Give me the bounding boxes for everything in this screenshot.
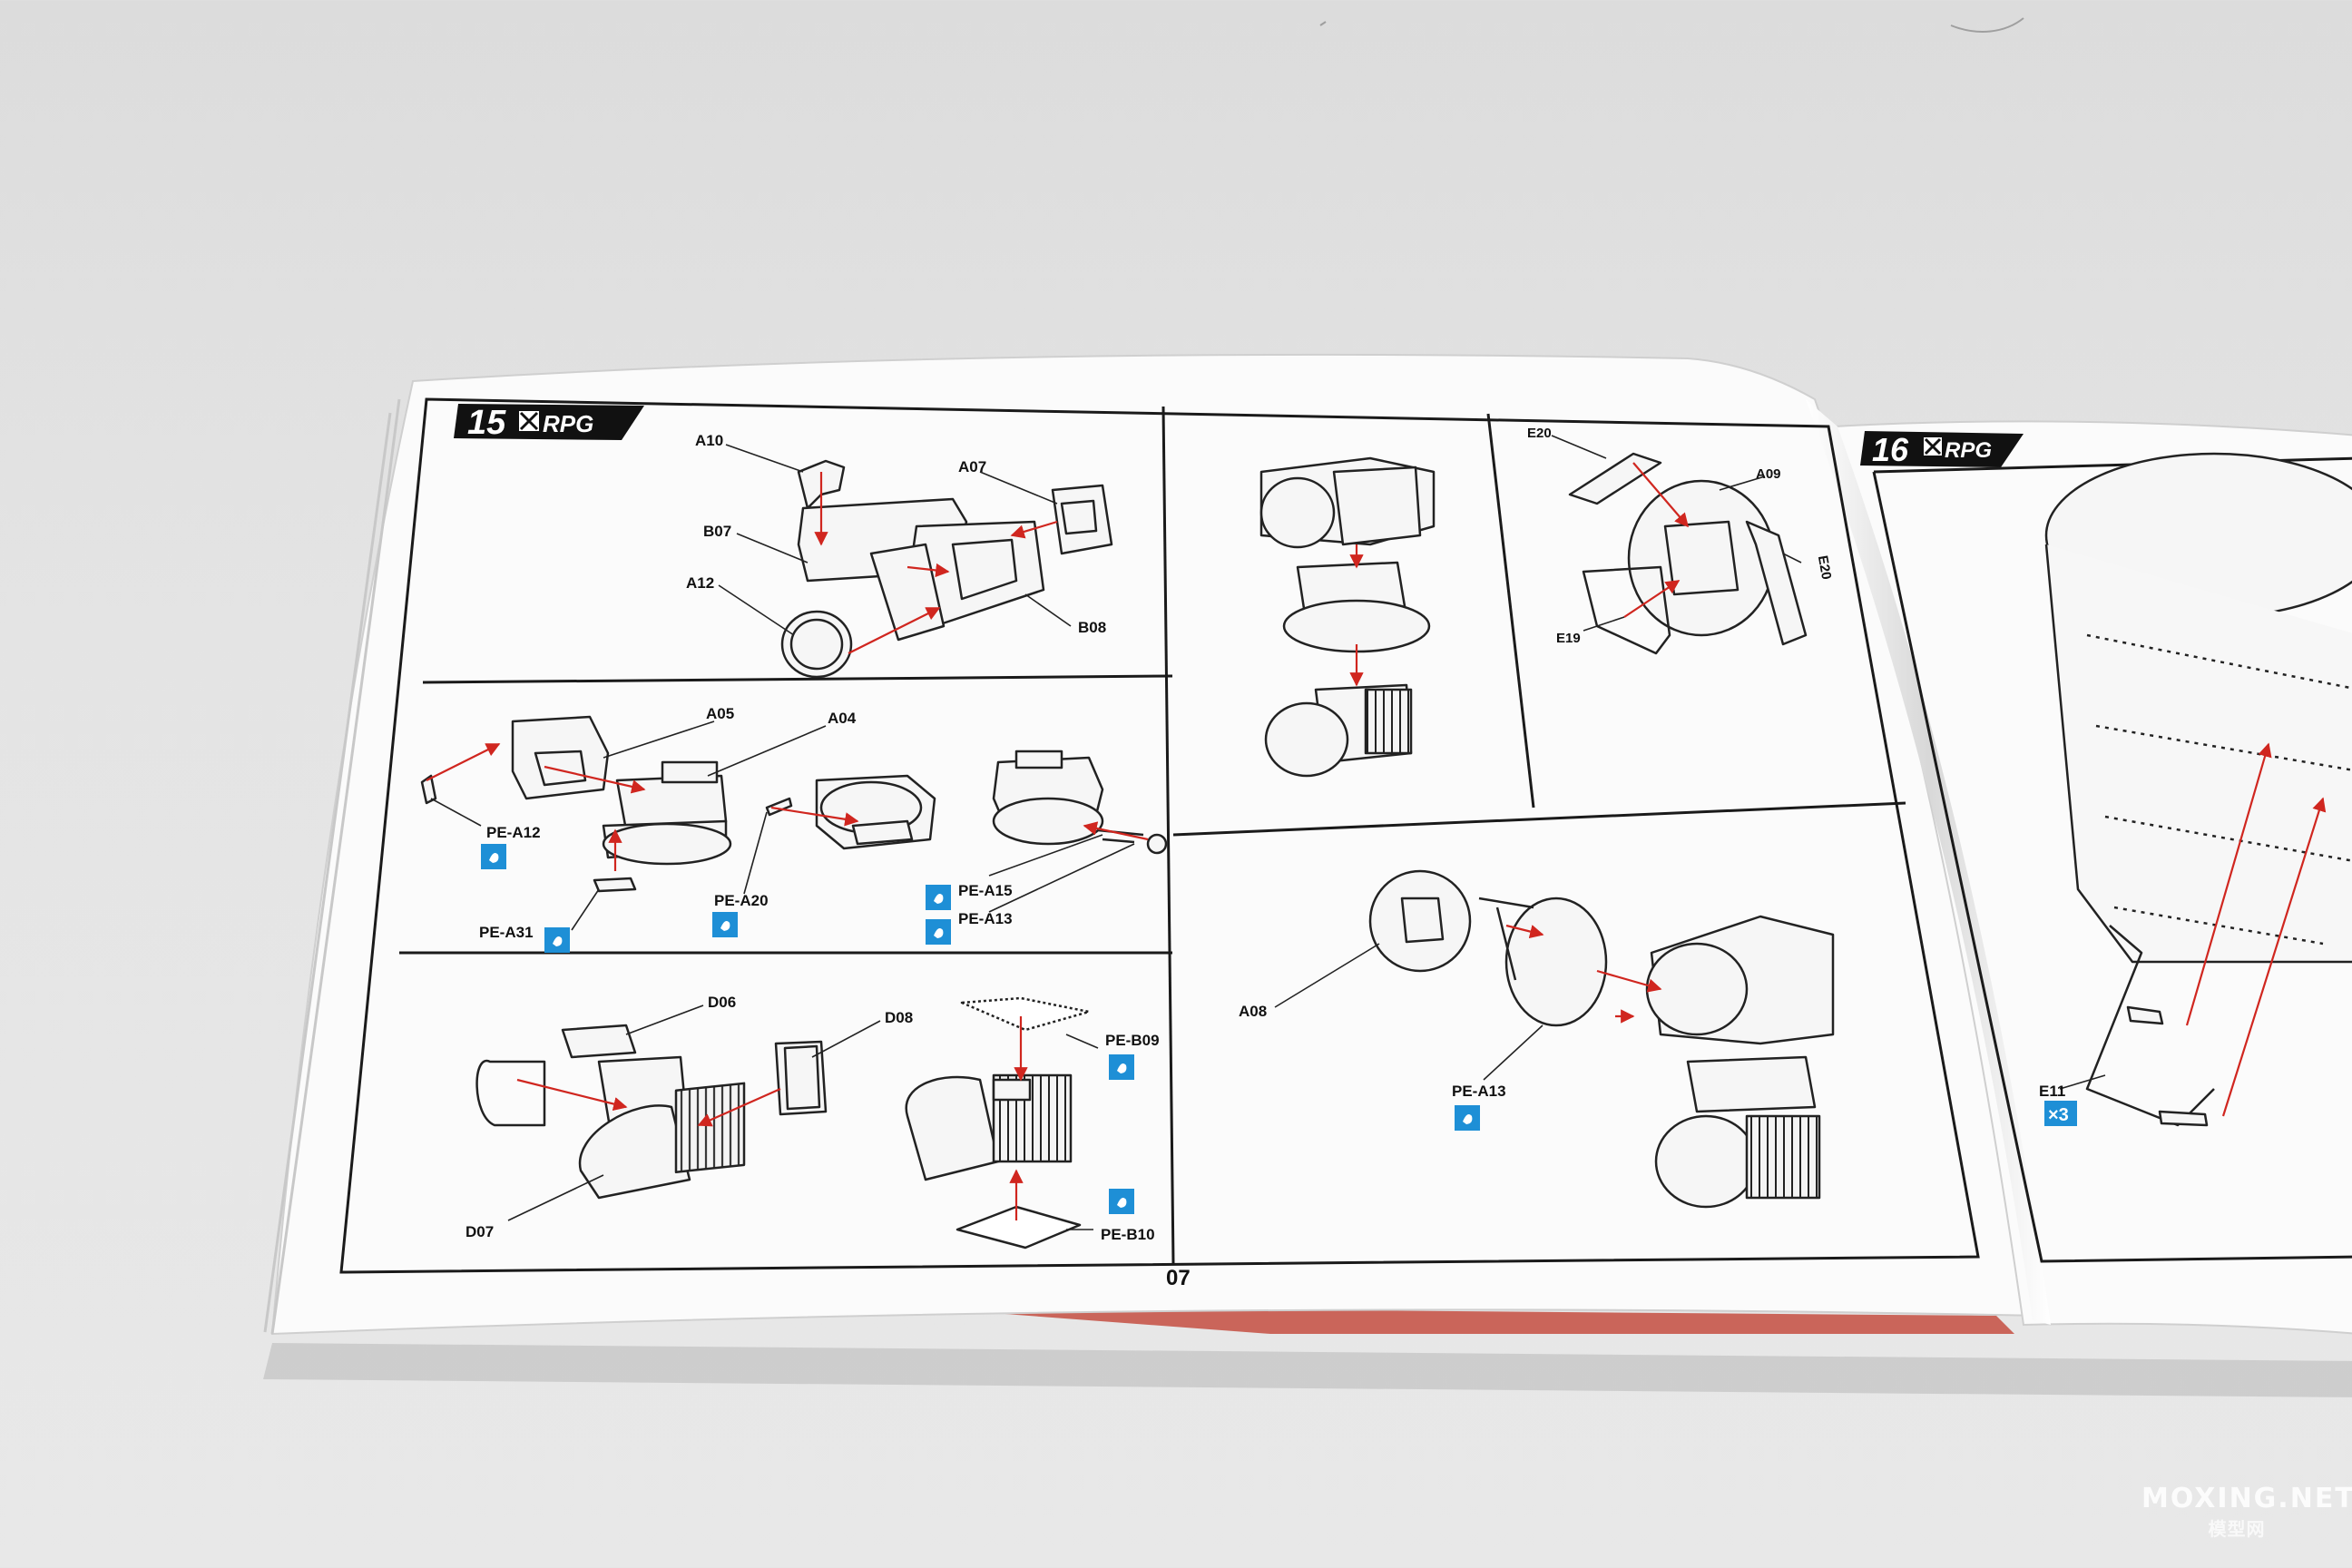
glue-badge-icon (544, 927, 570, 953)
step16-header: 16 RPG (1860, 431, 2024, 468)
label-pe-a15: PE-A15 (958, 882, 1013, 899)
glue-badge-icon (1455, 1105, 1480, 1131)
label-d07: D07 (466, 1223, 494, 1240)
label-b08: B08 (1078, 619, 1106, 636)
glue-badge-icon (481, 844, 506, 869)
quantity-badge-text: ×3 (2048, 1105, 2069, 1125)
glue-badge-icon (1109, 1189, 1134, 1214)
label-pe-a13: PE-A13 (958, 910, 1013, 927)
label-e11: E11 (2039, 1083, 2065, 1100)
label-a12: A12 (686, 574, 714, 592)
quantity-badge: ×3 (2044, 1101, 2077, 1126)
panel-6-full-turret (1368, 869, 1835, 1209)
table-marks (1319, 17, 2024, 33)
label-a08: A08 (1239, 1003, 1267, 1020)
label-a10: A10 (695, 432, 723, 449)
label-pe-a13-right: PE-A13 (1452, 1083, 1506, 1100)
glue-badges: ×3 (481, 844, 2077, 1214)
step15-header: 15 RPG (454, 404, 644, 442)
label-a05: A05 (706, 705, 734, 722)
label-pe-a20: PE-A20 (714, 892, 769, 909)
page-stack-edges (263, 398, 401, 1335)
panel-5-mount-ring (1568, 452, 1808, 655)
glue-badge-icon (926, 885, 951, 910)
panel-7-housing (2044, 452, 2352, 1127)
glue-badge-icon (926, 919, 951, 945)
watermark-sub: 模型网 (2208, 1518, 2266, 1540)
site-watermark: MOXING.NET 模型网 (2141, 1483, 2352, 1541)
panel-1-barrel-assembly (780, 459, 1113, 679)
assembly-arrows (426, 462, 2327, 1220)
gutter-shadow (1806, 399, 2051, 1325)
label-a07: A07 (958, 458, 986, 475)
label-pe-a12: PE-A12 (486, 824, 541, 841)
label-a04: A04 (828, 710, 857, 727)
part-drawings (420, 452, 2352, 1250)
label-d06: D06 (708, 994, 736, 1011)
label-b07: B07 (703, 523, 731, 540)
label-pe-b10: PE-B10 (1101, 1226, 1155, 1243)
callout-labels: A10 A07 B07 A12 B08 A05 A04 PE-A12 PE-A3… (466, 426, 2065, 1243)
step15-number: 15 (467, 404, 506, 442)
label-e20-top: E20 (1527, 426, 1552, 441)
step16-number: 16 (1872, 431, 1909, 468)
page-number: 07 (1166, 1266, 1191, 1290)
label-d08: D08 (885, 1009, 913, 1026)
booklet-shadow (263, 1343, 2352, 1397)
label-e20-side: E20 (1815, 554, 1834, 581)
brand-logo-16: RPG (1945, 438, 1992, 463)
label-pe-b09: PE-B09 (1105, 1032, 1160, 1049)
glue-badge-icon (1109, 1054, 1134, 1080)
label-pe-a31: PE-A31 (479, 924, 534, 941)
panel-3-feed-assembly (475, 996, 1091, 1250)
callout-leaders (430, 435, 2106, 1230)
label-a09: A09 (1756, 466, 1781, 482)
red-cover-edge (907, 1307, 2014, 1334)
label-e19: E19 (1556, 631, 1581, 646)
step15-frame (339, 397, 1980, 1274)
panel-2-ammo-assembly (420, 715, 1168, 893)
glue-badge-icon (712, 912, 738, 937)
panel-4-turret-unit (1259, 456, 1436, 778)
brand-logo-15: RPG (543, 410, 593, 437)
watermark-main: MOXING.NET (2141, 1483, 2352, 1514)
